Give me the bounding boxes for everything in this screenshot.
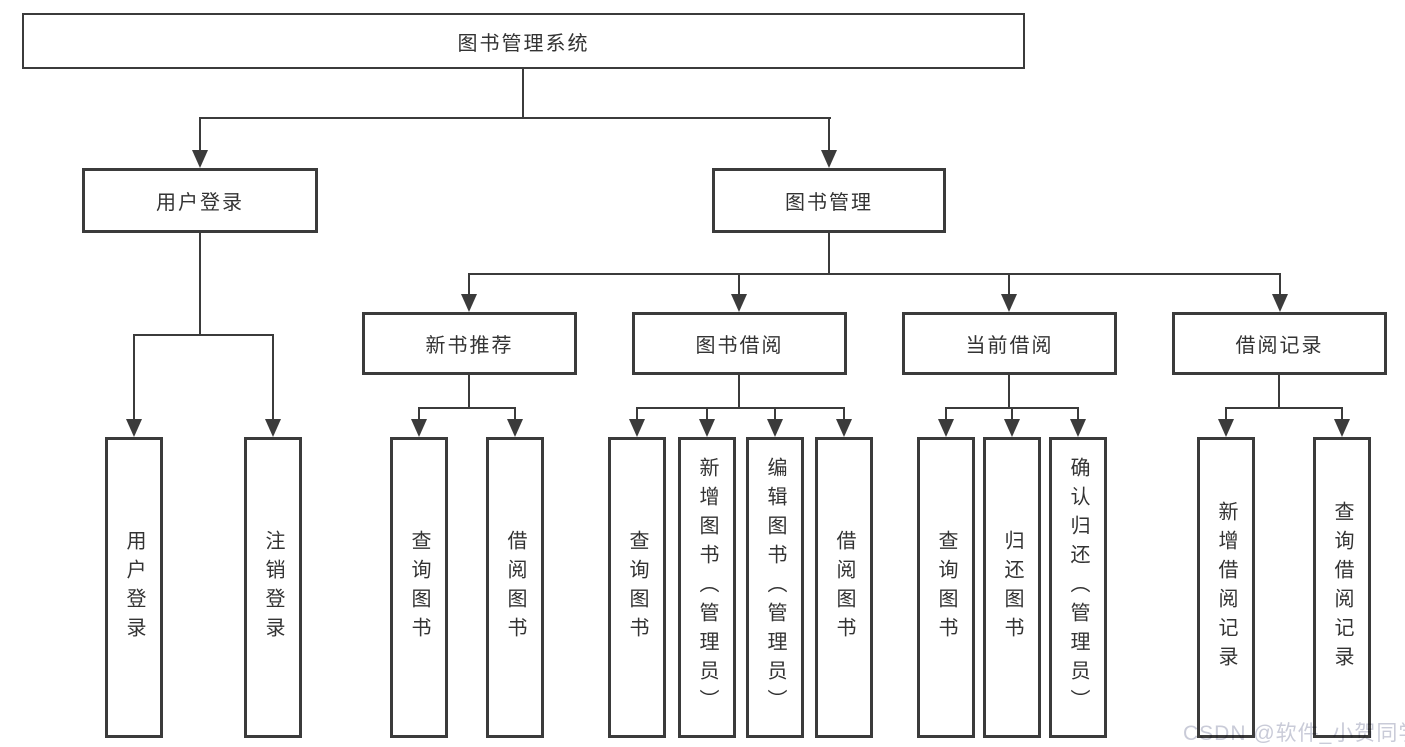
connector-line xyxy=(418,407,420,421)
arrow-down-icon xyxy=(938,419,954,437)
node-label: 用户登录 xyxy=(156,192,244,214)
connector-line xyxy=(1008,375,1010,409)
leaf-add-borrow-record: 新增借阅记录 xyxy=(1197,437,1255,738)
connector-line xyxy=(468,273,470,297)
node-label: 确认归还（管理员） xyxy=(1067,457,1089,718)
arrow-down-icon xyxy=(1004,419,1020,437)
connector-line xyxy=(514,407,516,421)
connector-line xyxy=(1279,273,1281,297)
node-label: 图书管理系统 xyxy=(457,32,590,55)
arrow-down-icon xyxy=(1001,294,1017,312)
arrow-down-icon xyxy=(461,294,477,312)
node-user-login-branch: 用户登录 xyxy=(82,168,318,233)
leaf-query-borrow-record: 查询借阅记录 xyxy=(1313,437,1371,738)
node-label: 图书借阅 xyxy=(695,335,784,357)
node-label: 新书推荐 xyxy=(425,335,514,357)
arrow-down-icon xyxy=(126,419,142,437)
leaf-borrow-books-recommend: 借阅图书 xyxy=(486,437,544,738)
connector-line xyxy=(1225,407,1227,421)
arrow-down-icon xyxy=(1334,419,1350,437)
connector-line xyxy=(637,407,845,409)
connector-line xyxy=(419,407,516,409)
arrow-down-icon xyxy=(731,294,747,312)
connector-line xyxy=(272,334,274,421)
connector-line xyxy=(1011,407,1013,421)
leaf-user-login: 用户登录 xyxy=(105,437,163,738)
connector-line xyxy=(636,407,638,421)
node-label: 当前借阅 xyxy=(965,335,1054,357)
node-label: 查询图书 xyxy=(408,529,430,646)
connector-line xyxy=(1278,375,1280,409)
connector-line xyxy=(1077,407,1079,421)
leaf-edit-books-admin: 编辑图书（管理员） xyxy=(746,437,804,738)
arrow-down-icon xyxy=(836,419,852,437)
node-label: 编辑图书（管理员） xyxy=(764,457,786,718)
csdn-watermark: CSDN @软件_小贺同学 xyxy=(1183,722,1405,745)
connector-line xyxy=(199,117,201,151)
connector-line xyxy=(774,407,776,421)
connector-line xyxy=(468,273,1281,275)
node-label: 查询借阅记录 xyxy=(1331,500,1353,675)
arrow-down-icon xyxy=(699,419,715,437)
node-label: 借阅图书 xyxy=(504,529,526,646)
connector-line xyxy=(828,117,830,151)
node-label: 借阅图书 xyxy=(833,529,855,646)
node-label: 新增借阅记录 xyxy=(1215,500,1237,675)
arrow-down-icon xyxy=(1218,419,1234,437)
node-new-book-recommend: 新书推荐 xyxy=(362,312,577,375)
arrow-down-icon xyxy=(821,150,837,168)
node-label: 查询图书 xyxy=(626,529,648,646)
connector-line xyxy=(1226,407,1343,409)
connector-line xyxy=(468,375,470,409)
leaf-borrow-books: 借阅图书 xyxy=(815,437,873,738)
node-current-borrowing: 当前借阅 xyxy=(902,312,1117,375)
connector-line xyxy=(738,375,740,409)
node-book-borrowing: 图书借阅 xyxy=(632,312,847,375)
connector-line xyxy=(522,69,524,117)
leaf-logout: 注销登录 xyxy=(244,437,302,738)
node-label: 新增图书（管理员） xyxy=(696,457,718,718)
node-book-management-branch: 图书管理 xyxy=(712,168,946,233)
node-root-library-system: 图书管理系统 xyxy=(22,13,1025,69)
node-label: 图书管理 xyxy=(785,192,873,214)
node-label: 借阅记录 xyxy=(1235,335,1324,357)
node-label: 归还图书 xyxy=(1001,529,1023,646)
connector-line xyxy=(945,407,947,421)
arrow-down-icon xyxy=(265,419,281,437)
arrow-down-icon xyxy=(507,419,523,437)
leaf-query-books-current: 查询图书 xyxy=(917,437,975,738)
connector-line xyxy=(843,407,845,421)
connector-line xyxy=(738,273,740,297)
leaf-confirm-return-admin: 确认归还（管理员） xyxy=(1049,437,1107,738)
node-label: 用户登录 xyxy=(123,529,145,646)
connector-line xyxy=(133,334,135,421)
arrow-down-icon xyxy=(1272,294,1288,312)
arrow-down-icon xyxy=(767,419,783,437)
leaf-query-books-recommend: 查询图书 xyxy=(390,437,448,738)
connector-line xyxy=(199,117,831,119)
arrow-down-icon xyxy=(1070,419,1086,437)
arrow-down-icon xyxy=(629,419,645,437)
connector-line xyxy=(1341,407,1343,421)
connector-line xyxy=(134,334,274,336)
leaf-return-books: 归还图书 xyxy=(983,437,1041,738)
leaf-query-books-borrowing: 查询图书 xyxy=(608,437,666,738)
connector-line xyxy=(199,233,201,336)
node-label: 查询图书 xyxy=(935,529,957,646)
arrow-down-icon xyxy=(411,419,427,437)
connector-line xyxy=(828,233,830,275)
node-borrowing-records: 借阅记录 xyxy=(1172,312,1387,375)
leaf-add-books-admin: 新增图书（管理员） xyxy=(678,437,736,738)
arrow-down-icon xyxy=(192,150,208,168)
connector-line xyxy=(706,407,708,421)
node-label: 注销登录 xyxy=(262,529,284,646)
connector-line xyxy=(1008,273,1010,297)
